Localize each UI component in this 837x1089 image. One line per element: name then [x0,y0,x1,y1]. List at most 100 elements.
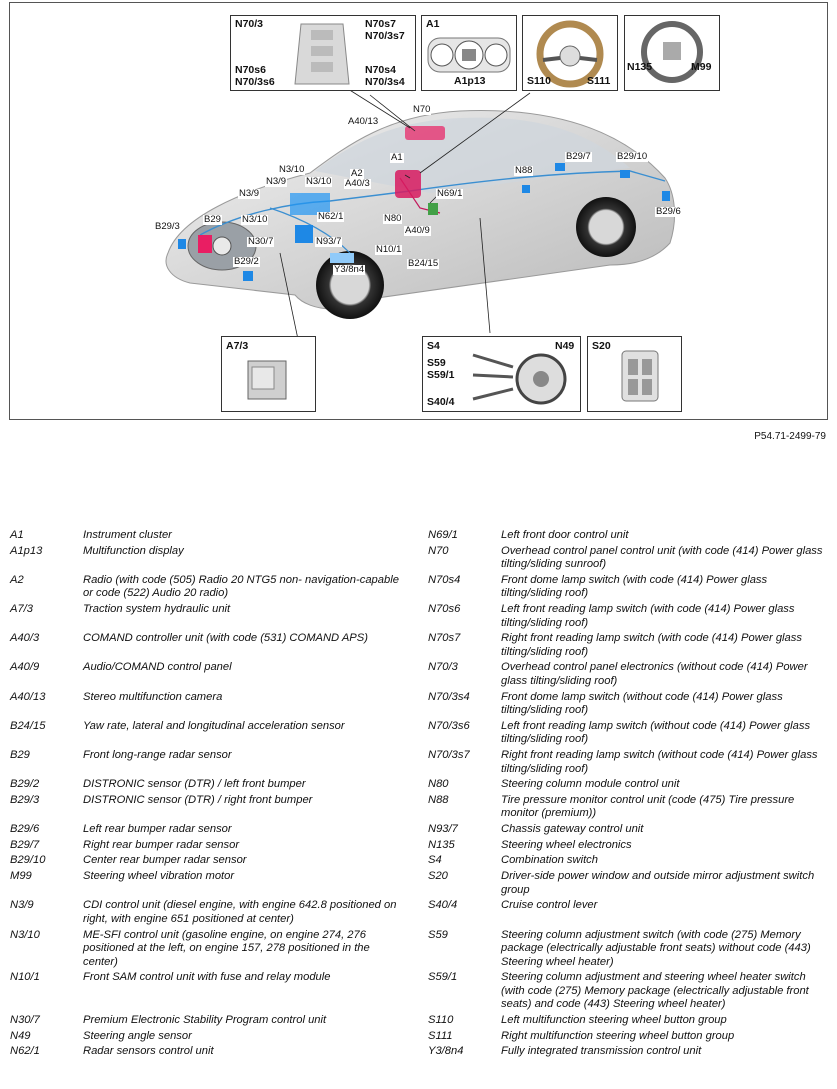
legend-description: Steering column module control unit [501,778,680,791]
b29-6-marker [662,191,670,201]
legend-code: S59 [428,928,448,941]
legend-code: N30/7 [10,1013,40,1026]
legend-description: ME-SFI control unit (gasoline engine, on… [83,928,370,968]
legend-code: N88 [428,793,449,806]
legend-code: A2 [10,573,24,586]
legend-description: Combination switch [501,854,599,867]
legend-row: N70s4 Front dome lamp switch (with code (… [428,574,828,603]
legend-description: Steering column adjustment and steering … [501,971,809,1011]
legend-code: B29/3 [10,793,40,806]
legend-row: N62/1 Radar sensors control unit [10,1045,405,1061]
legend-code: N3/9 [10,899,34,912]
callout-n88: N88 [514,165,534,176]
instrument-cluster-marker [395,170,421,198]
inset-label-s59-1: S59/1 [427,369,455,381]
inset-label-a1: A1 [426,18,440,30]
b29-7-marker [555,163,565,171]
callout-a40-3: A40/3 [344,178,371,189]
rear-wheel [576,197,636,257]
legend-description: Stereo multifunction camera [83,690,223,703]
inset-label-s20: S20 [592,340,611,352]
callout-n62-1: N62/1 [317,211,345,222]
n88-marker [522,185,530,193]
legend-code: S20 [428,870,448,883]
legend-code: A40/3 [10,632,40,645]
legend-code: N70 [428,544,449,557]
callout-a40-13: A40/13 [347,116,380,127]
callout-a40-9: A40/9 [404,225,431,236]
inset-steering-wheel-rear: N135 M99 [624,15,720,91]
legend-description: Right multifunction steering wheel butto… [501,1029,735,1042]
legend-description: Radar sensors control unit [83,1045,214,1058]
legend-code: N62/1 [10,1045,40,1058]
inset-window-switch: S20 [587,336,682,412]
inset-label-n70-3s6: N70/3s6 [235,76,275,88]
inset-label-s40-4: S40/4 [427,396,455,408]
inset-label-a7-3: A7/3 [226,340,249,352]
figure-reference: P54.71-2499-79 [754,431,826,442]
legend-description: Audio/COMAND control panel [83,661,232,674]
callout-b29: B29 [203,214,222,225]
legend-description: Left rear bumper radar sensor [83,823,232,836]
callout-a1: A1 [390,152,404,163]
legend-description: Fully integrated transmission control un… [501,1045,702,1058]
legend-row: B29/6 Left rear bumper radar sensor [10,823,405,839]
front-radar-marker [198,235,212,253]
legend-code: A1 [10,529,24,541]
inset-steering-wheel-front: S110 S111 [522,15,618,91]
legend-description: Left front door control unit [501,529,629,541]
legend-description: Steering wheel vibration motor [83,870,235,883]
legend-description: Multifunction display [83,544,184,557]
legend-code: B29/6 [10,823,40,836]
legend-code: N93/7 [428,823,458,836]
callout-n3-10-c: N3/10 [241,214,269,225]
callout-b29-10: B29/10 [616,151,649,162]
legend-description: Steering angle sensor [83,1029,192,1042]
legend-description: Tire pressure monitor control unit (code… [501,793,795,820]
callout-n30-7: N30/7 [247,236,275,247]
callout-b24-15: B24/15 [407,258,440,269]
callout-n10-1: N10/1 [375,244,403,255]
legend-code: N70s4 [428,573,461,586]
legend-code: N70/3 [428,661,458,674]
inset-label-n70-3: N70/3 [235,18,264,30]
legend-description: COMAND controller unit (with code (531) … [83,632,368,645]
b29-2-marker [243,271,253,281]
inset-label-n70s6: N70s6 [235,64,266,76]
inset-steering-column: S4 S59 S59/1 S40/4 N49 [422,336,581,412]
legend-description: Overhead control panel electronics (with… [501,661,808,687]
callout-n70: N70 [412,104,432,115]
overhead-panel-marker [405,126,445,140]
inset-label-n49: N49 [555,340,575,352]
legend-code: N49 [10,1029,31,1042]
legend-description: Front dome lamp switch (with code (414) … [501,573,768,600]
legend-code: N80 [428,778,449,791]
inset-label-n70s7: N70s7 [365,18,396,30]
inset-label-n70-3s7: N70/3s7 [365,30,405,42]
inset-label-s59: S59 [427,357,446,369]
legend-description: Chassis gateway control unit [501,823,644,836]
legend-code: N135 [428,838,455,851]
callout-n93-7: N93/7 [315,236,343,247]
legend-code: S40/4 [428,899,458,912]
legend-description: Right front reading lamp switch (without… [501,749,818,775]
legend-code: N70s6 [428,603,461,616]
